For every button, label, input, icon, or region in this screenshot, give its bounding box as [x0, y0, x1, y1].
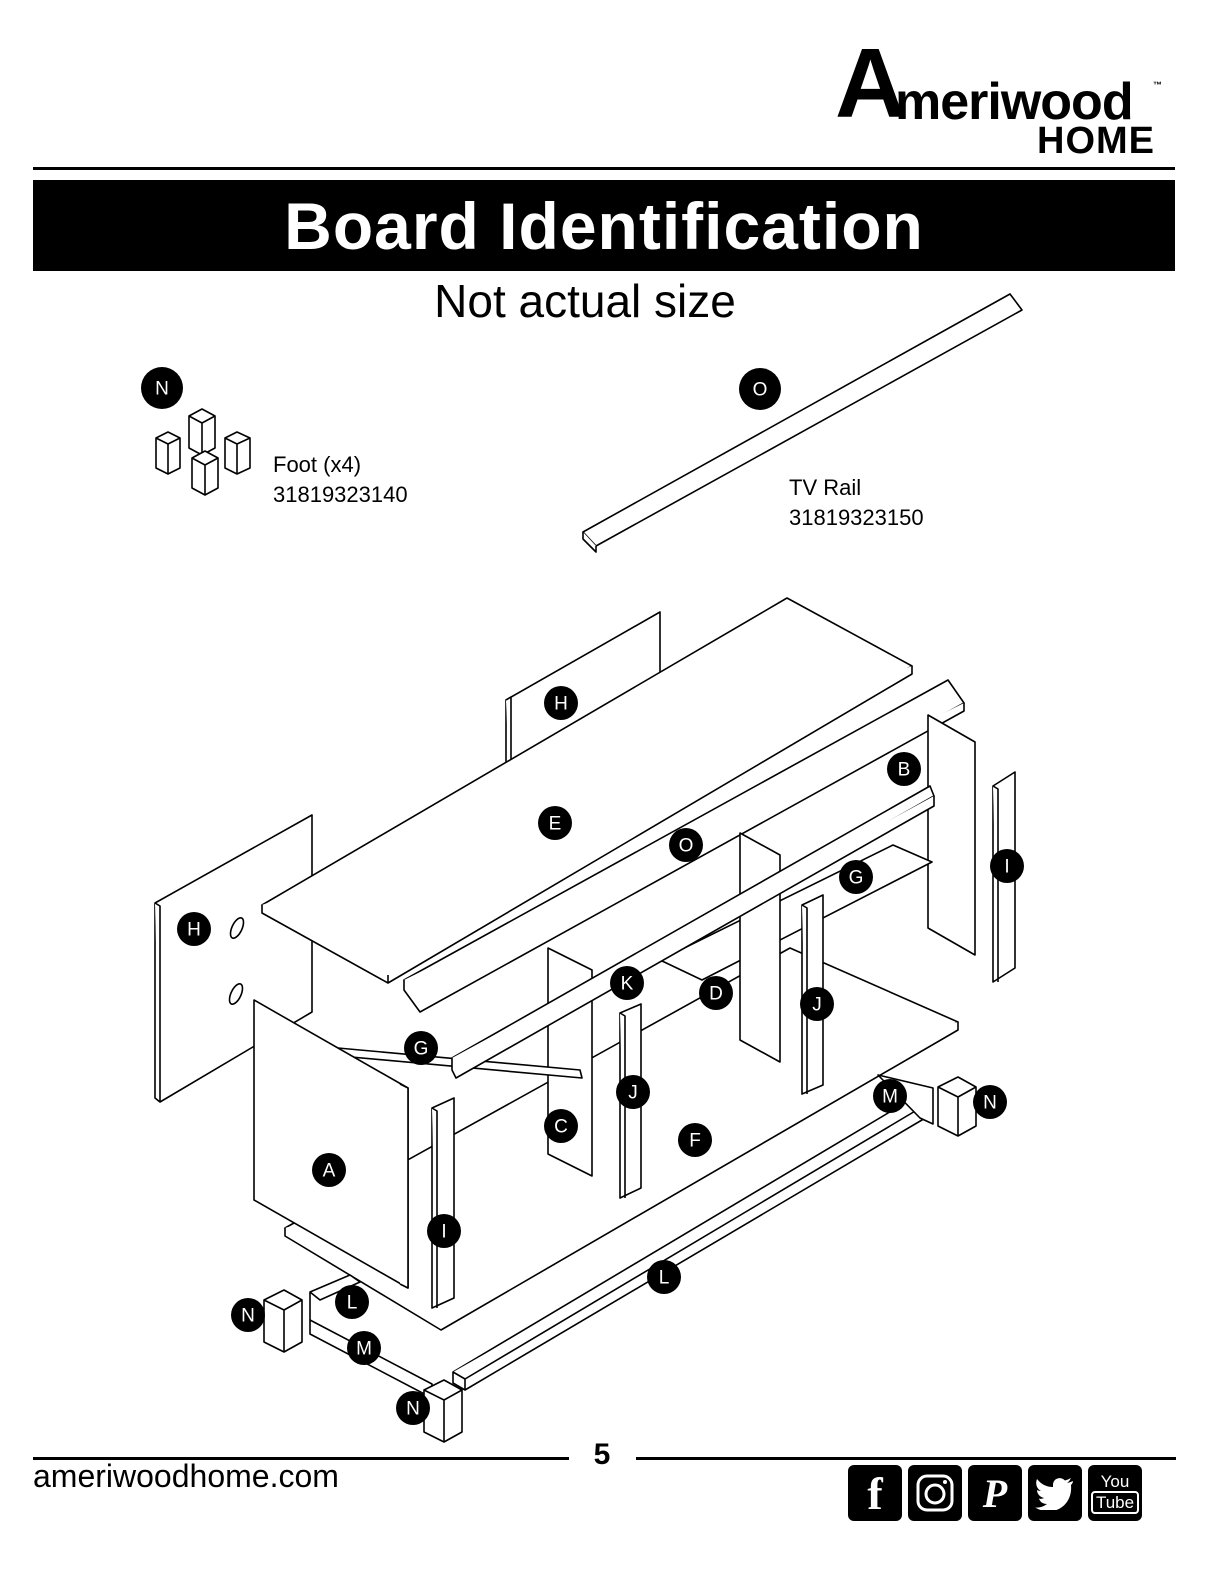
callout-i-right: I — [990, 849, 1024, 883]
youtube-tube-text: Tube — [1091, 1491, 1139, 1514]
svg-text:G: G — [849, 868, 864, 889]
callout-j-right: J — [800, 987, 834, 1021]
callout-a: A — [312, 1153, 346, 1187]
twitter-icon[interactable] — [1028, 1465, 1082, 1521]
foot-parts-group — [156, 409, 250, 495]
callout-d: D — [699, 976, 733, 1010]
footer-rule-right — [636, 1457, 1176, 1460]
svg-text:M: M — [882, 1087, 898, 1108]
svg-text:O: O — [753, 380, 768, 401]
svg-text:L: L — [347, 1293, 358, 1314]
instagram-icon[interactable] — [908, 1465, 962, 1521]
svg-text:H: H — [554, 694, 568, 715]
pinterest-icon[interactable]: P — [968, 1465, 1022, 1521]
website-link[interactable]: ameriwoodhome.com — [33, 1458, 339, 1495]
youtube-you-text: You — [1101, 1472, 1130, 1491]
callout-i-left: I — [427, 1214, 461, 1248]
callout-f: F — [678, 1123, 712, 1157]
youtube-icon[interactable]: You Tube — [1088, 1465, 1142, 1521]
callout-n-left: N — [231, 1298, 265, 1332]
callout-b: B — [887, 752, 921, 786]
callout-h-left: H — [177, 912, 211, 946]
svg-text:N: N — [406, 1399, 420, 1420]
svg-text:G: G — [414, 1039, 429, 1060]
facebook-icon[interactable]: f — [848, 1465, 902, 1521]
foot-left — [264, 1290, 302, 1352]
callout-m-left: M — [347, 1331, 381, 1365]
svg-text:O: O — [679, 836, 694, 857]
side-panel-b — [928, 715, 975, 955]
svg-text:N: N — [983, 1093, 997, 1114]
callout-g-right: G — [839, 860, 873, 894]
svg-text:J: J — [812, 995, 822, 1016]
svg-text:B: B — [898, 760, 911, 781]
svg-text:H: H — [187, 920, 201, 941]
side-panel-a — [254, 1000, 408, 1288]
callout-n-right: N — [973, 1085, 1007, 1119]
svg-text:N: N — [155, 379, 169, 400]
divider-d — [740, 833, 780, 1062]
callout-j-left: J — [616, 1075, 650, 1109]
social-icons: f P You Tube — [848, 1465, 1146, 1521]
svg-text:I: I — [441, 1222, 446, 1243]
page-number: 5 — [580, 1438, 624, 1472]
callout-k: K — [610, 966, 644, 1000]
callout-e: E — [538, 806, 572, 840]
foot-right — [938, 1077, 976, 1136]
callout-n-front: N — [396, 1391, 430, 1425]
svg-text:F: F — [689, 1131, 701, 1152]
tv-rail-part — [583, 294, 1022, 552]
svg-text:E: E — [549, 814, 562, 835]
callout-n-top: N — [141, 367, 183, 409]
svg-text:M: M — [356, 1339, 372, 1360]
svg-text:J: J — [628, 1083, 638, 1104]
svg-text:L: L — [659, 1268, 670, 1289]
callout-l-left: L — [335, 1285, 369, 1319]
svg-text:I: I — [1004, 857, 1009, 878]
svg-text:K: K — [621, 974, 634, 995]
callout-l-right: L — [647, 1260, 681, 1294]
callout-g-left: G — [404, 1031, 438, 1065]
svg-text:A: A — [323, 1161, 336, 1182]
callout-h-back: H — [544, 686, 578, 720]
callout-c: C — [544, 1109, 578, 1143]
svg-text:D: D — [709, 984, 723, 1005]
callout-m-right: M — [873, 1079, 907, 1113]
svg-text:C: C — [554, 1117, 568, 1138]
svg-text:N: N — [241, 1306, 255, 1327]
callout-o-assembly: O — [669, 828, 703, 862]
callout-o-top: O — [739, 368, 781, 410]
